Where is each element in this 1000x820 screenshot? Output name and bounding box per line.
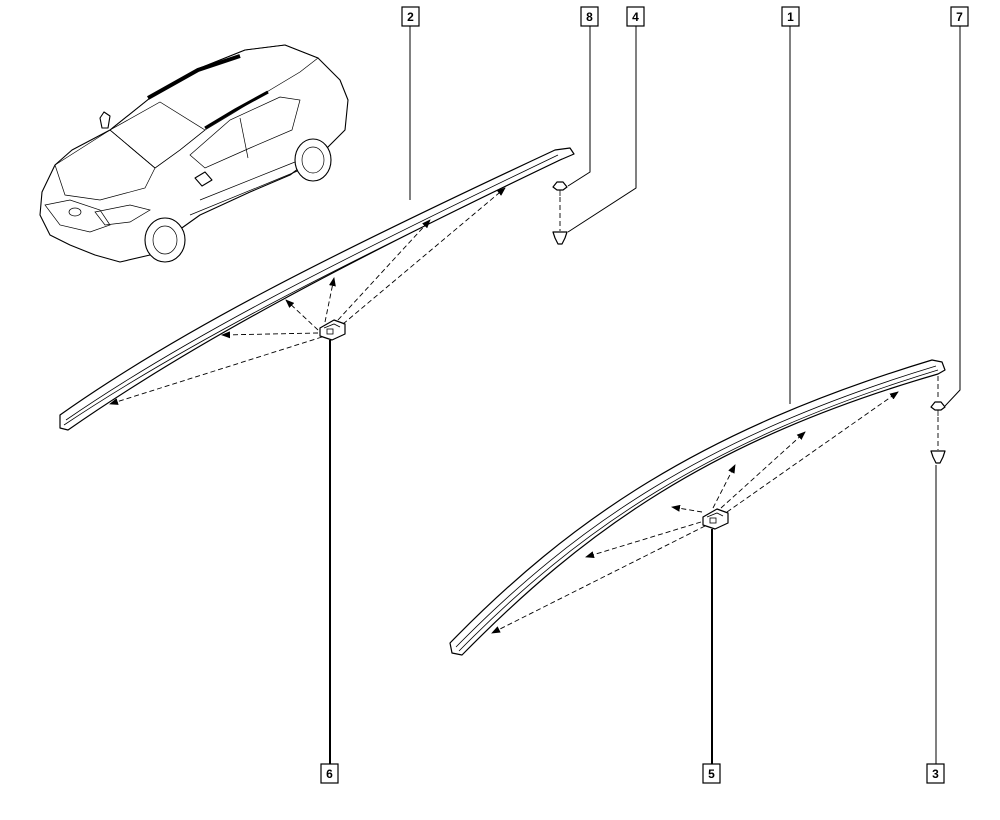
- fastener-part-8: [552, 181, 568, 196]
- callout-3: 3: [926, 763, 945, 784]
- svg-text:2: 2: [407, 10, 414, 24]
- callout-6: 6: [320, 763, 339, 784]
- leader-lines: [329, 26, 961, 764]
- callout-1: 1: [781, 6, 800, 27]
- moulding-part-2: [59, 147, 575, 431]
- vehicle-illustration: [39, 44, 349, 263]
- clip-part-6: [319, 319, 346, 341]
- svg-text:7: 7: [956, 10, 963, 24]
- mounting-arrows-clip-5: [491, 391, 899, 634]
- clip-part-5: [702, 508, 729, 530]
- callout-4: 4: [626, 6, 645, 27]
- moulding-part-1: [449, 359, 946, 656]
- svg-text:5: 5: [708, 767, 715, 781]
- fastener-part-7: [930, 401, 946, 416]
- fastener-part-4: [552, 231, 568, 245]
- svg-text:3: 3: [932, 767, 939, 781]
- svg-text:8: 8: [586, 10, 593, 24]
- callout-5: 5: [702, 763, 721, 784]
- svg-text:1: 1: [787, 10, 794, 24]
- fastener-part-3: [930, 450, 946, 464]
- svg-text:4: 4: [632, 10, 639, 24]
- mounting-arrows-clip-6: [109, 187, 506, 405]
- svg-text:6: 6: [326, 767, 333, 781]
- callout-8: 8: [580, 6, 599, 27]
- callout-2: 2: [401, 6, 420, 27]
- callout-7: 7: [950, 6, 969, 27]
